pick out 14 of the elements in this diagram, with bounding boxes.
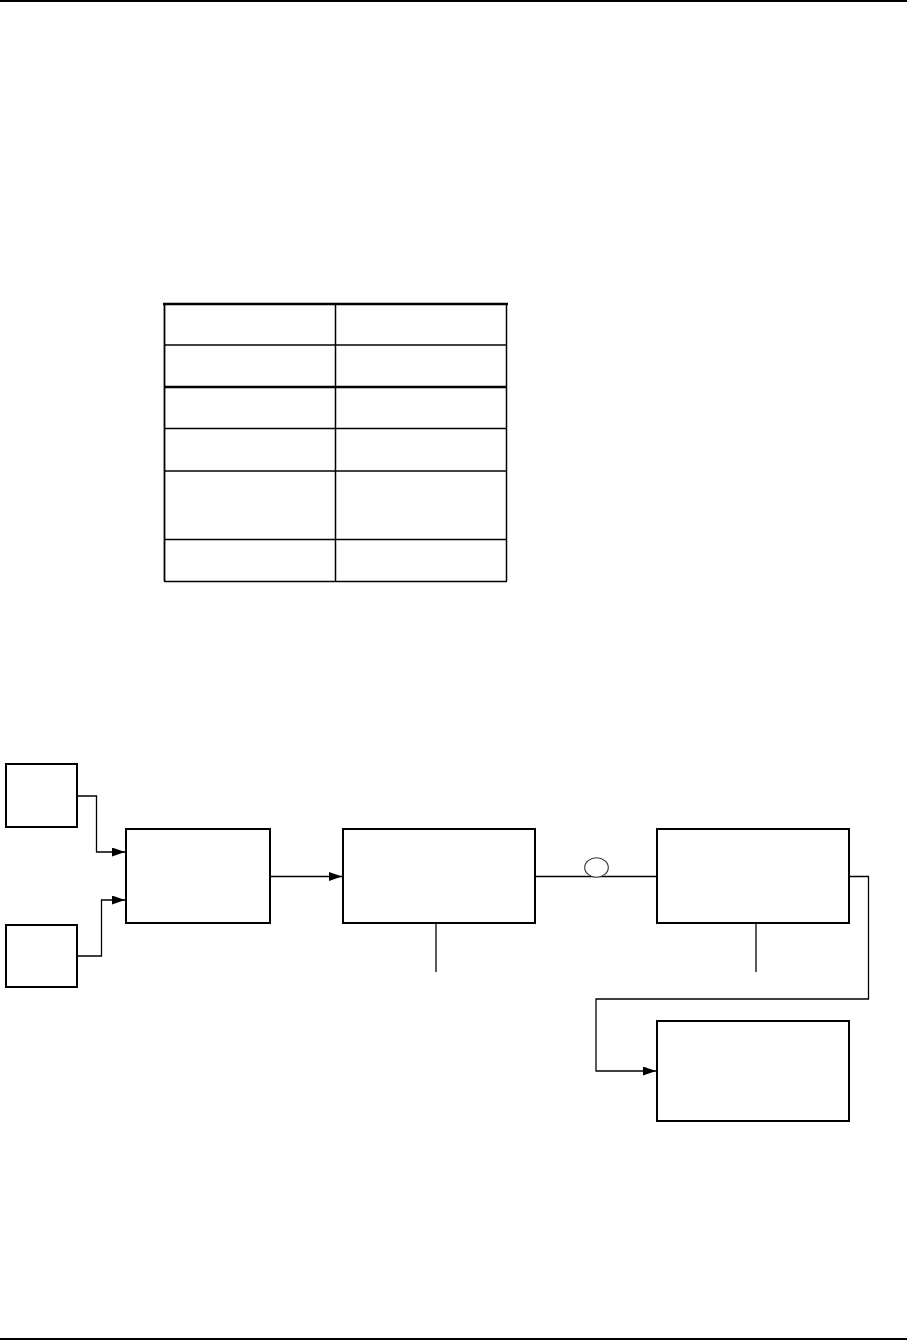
arrow [595,875,870,1076]
leader-line [755,923,757,973]
connector-line [535,875,657,878]
circle-symbol [583,856,609,878]
leader-line [435,923,437,973]
block-box [656,1020,850,1122]
block-box [656,828,850,924]
arrow [270,872,343,881]
block-box [125,828,271,924]
arrow [77,895,126,957]
block-box [342,828,536,924]
arrow [77,795,126,857]
block-box [5,763,78,828]
block-box [5,924,78,988]
